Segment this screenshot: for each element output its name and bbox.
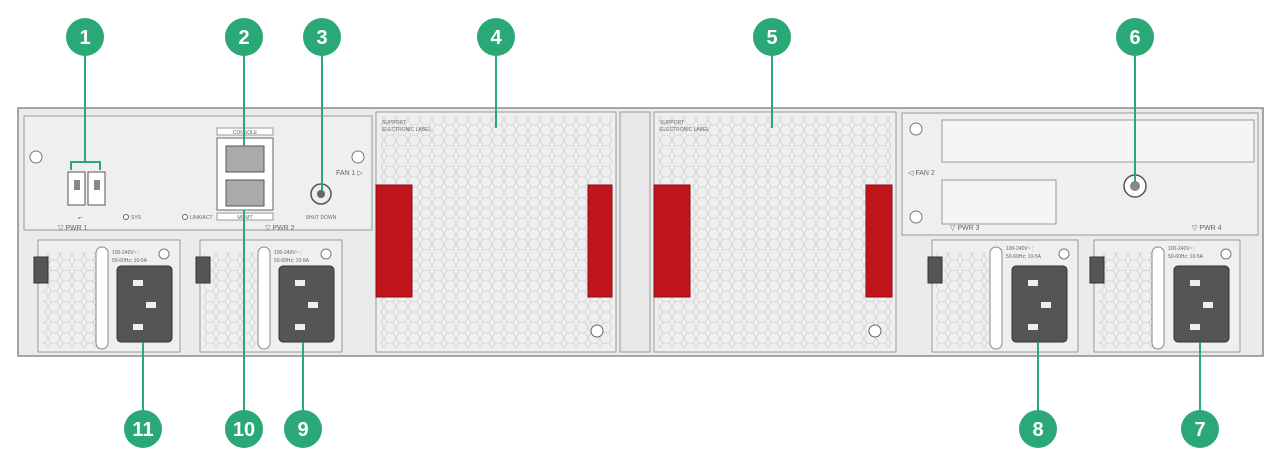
shutdown-button-center: [317, 190, 325, 198]
blank-slot-upper: [941, 119, 1255, 163]
link-act-led: [182, 214, 188, 220]
pwr2-label: ▽ PWR 2: [265, 225, 295, 232]
svg-text:ELECTRONIC LABEL: ELECTRONIC LABEL: [660, 127, 709, 133]
screw-icon: [29, 150, 43, 164]
pwr1-label: ▽ PWR 1: [58, 225, 88, 232]
callout-4: 4: [477, 18, 515, 56]
svg-text:100-240V~ ;: 100-240V~ ;: [112, 250, 139, 256]
svg-text:8: 8: [1032, 419, 1043, 441]
svg-text:5: 5: [766, 27, 777, 49]
svg-text:50-60Hz; 10-5A: 50-60Hz; 10-5A: [1168, 254, 1204, 260]
screw-icon: [909, 210, 923, 224]
callout-2: 2: [225, 18, 263, 56]
callout-5: 5: [753, 18, 791, 56]
callout-3: 3: [303, 18, 341, 56]
sys-led: [123, 214, 129, 220]
svg-text:10: 10: [233, 419, 255, 441]
usb-icon: ⟜: [78, 215, 82, 221]
grounding-screw-center: [1130, 181, 1140, 191]
svg-text:50-60Hz; 10-5A: 50-60Hz; 10-5A: [112, 258, 148, 264]
svg-text:50-60Hz; 10-5A: 50-60Hz; 10-5A: [1006, 254, 1042, 260]
svg-text:9: 9: [297, 419, 308, 441]
sys-led-label: SYS: [131, 215, 142, 221]
pwr3-label: ▽ PWR 3: [950, 225, 980, 232]
svg-text:1: 1: [79, 27, 90, 49]
fan-handle-right[interactable]: [587, 184, 613, 298]
link-act-led-label: LINK/ACT: [190, 215, 213, 221]
power-supply-1: 100-240V~ ; 50-60Hz; 10-5A: [33, 239, 181, 353]
power-supply-2: 100-240V~ ; 50-60Hz; 10-5A: [195, 239, 343, 353]
fan-handle-right[interactable]: [865, 184, 893, 298]
mgmt-port[interactable]: [225, 179, 265, 207]
svg-text:50-60Hz; 10-5A: 50-60Hz; 10-5A: [274, 258, 310, 264]
svg-text:3: 3: [316, 27, 327, 49]
fan-handle-left[interactable]: [653, 184, 691, 298]
svg-text:ELECTRONIC LABEL: ELECTRONIC LABEL: [382, 127, 431, 133]
fan1-label: FAN 1 ▷: [336, 170, 363, 177]
fan-tray-1: SUPPORT ELECTRONIC LABEL: [375, 111, 617, 353]
screw-icon: [909, 122, 923, 136]
svg-text:11: 11: [132, 419, 153, 441]
svg-text:100-240V~ ;: 100-240V~ ;: [274, 250, 301, 256]
power-supply-4: 100-240V~ ; 50-60Hz; 10-5A: [1089, 239, 1241, 353]
callout-1: 1: [66, 18, 104, 56]
callout-6: 6: [1116, 18, 1154, 56]
svg-text:6: 6: [1129, 27, 1140, 49]
fan2-label: ◁ FAN 2: [908, 170, 935, 177]
svg-text:100-240V~ ;: 100-240V~ ;: [1006, 246, 1033, 252]
console-port[interactable]: [225, 145, 265, 173]
callout-9: 9: [284, 410, 322, 448]
console-label: CONSOLE: [233, 130, 258, 136]
blank-slot-lower: [941, 179, 1057, 225]
callout-11: 11: [124, 410, 162, 448]
callout-10: 10: [225, 410, 263, 448]
pwr4-label: ▽ PWR 4: [1192, 225, 1222, 232]
power-supply-3: 100-240V~ ; 50-60Hz; 10-5A: [927, 239, 1079, 353]
svg-text:SUPPORT: SUPPORT: [382, 120, 406, 126]
callout-8: 8: [1019, 410, 1057, 448]
svg-text:100-240V~ ;: 100-240V~ ;: [1168, 246, 1195, 252]
screw-icon: [351, 150, 365, 164]
usb-contacts: [74, 180, 100, 190]
fan-handle-left[interactable]: [375, 184, 413, 298]
svg-text:7: 7: [1194, 419, 1205, 441]
fan-tray-2: SUPPORT ELECTRONIC LABEL: [653, 111, 897, 353]
svg-text:SUPPORT: SUPPORT: [660, 120, 684, 126]
svg-text:2: 2: [238, 27, 249, 49]
svg-text:4: 4: [490, 27, 502, 49]
fan-divider: [619, 111, 651, 353]
callout-lines: [84, 55, 1201, 412]
callout-7: 7: [1181, 410, 1219, 448]
shutdown-label: SHUT DOWN: [306, 215, 337, 221]
